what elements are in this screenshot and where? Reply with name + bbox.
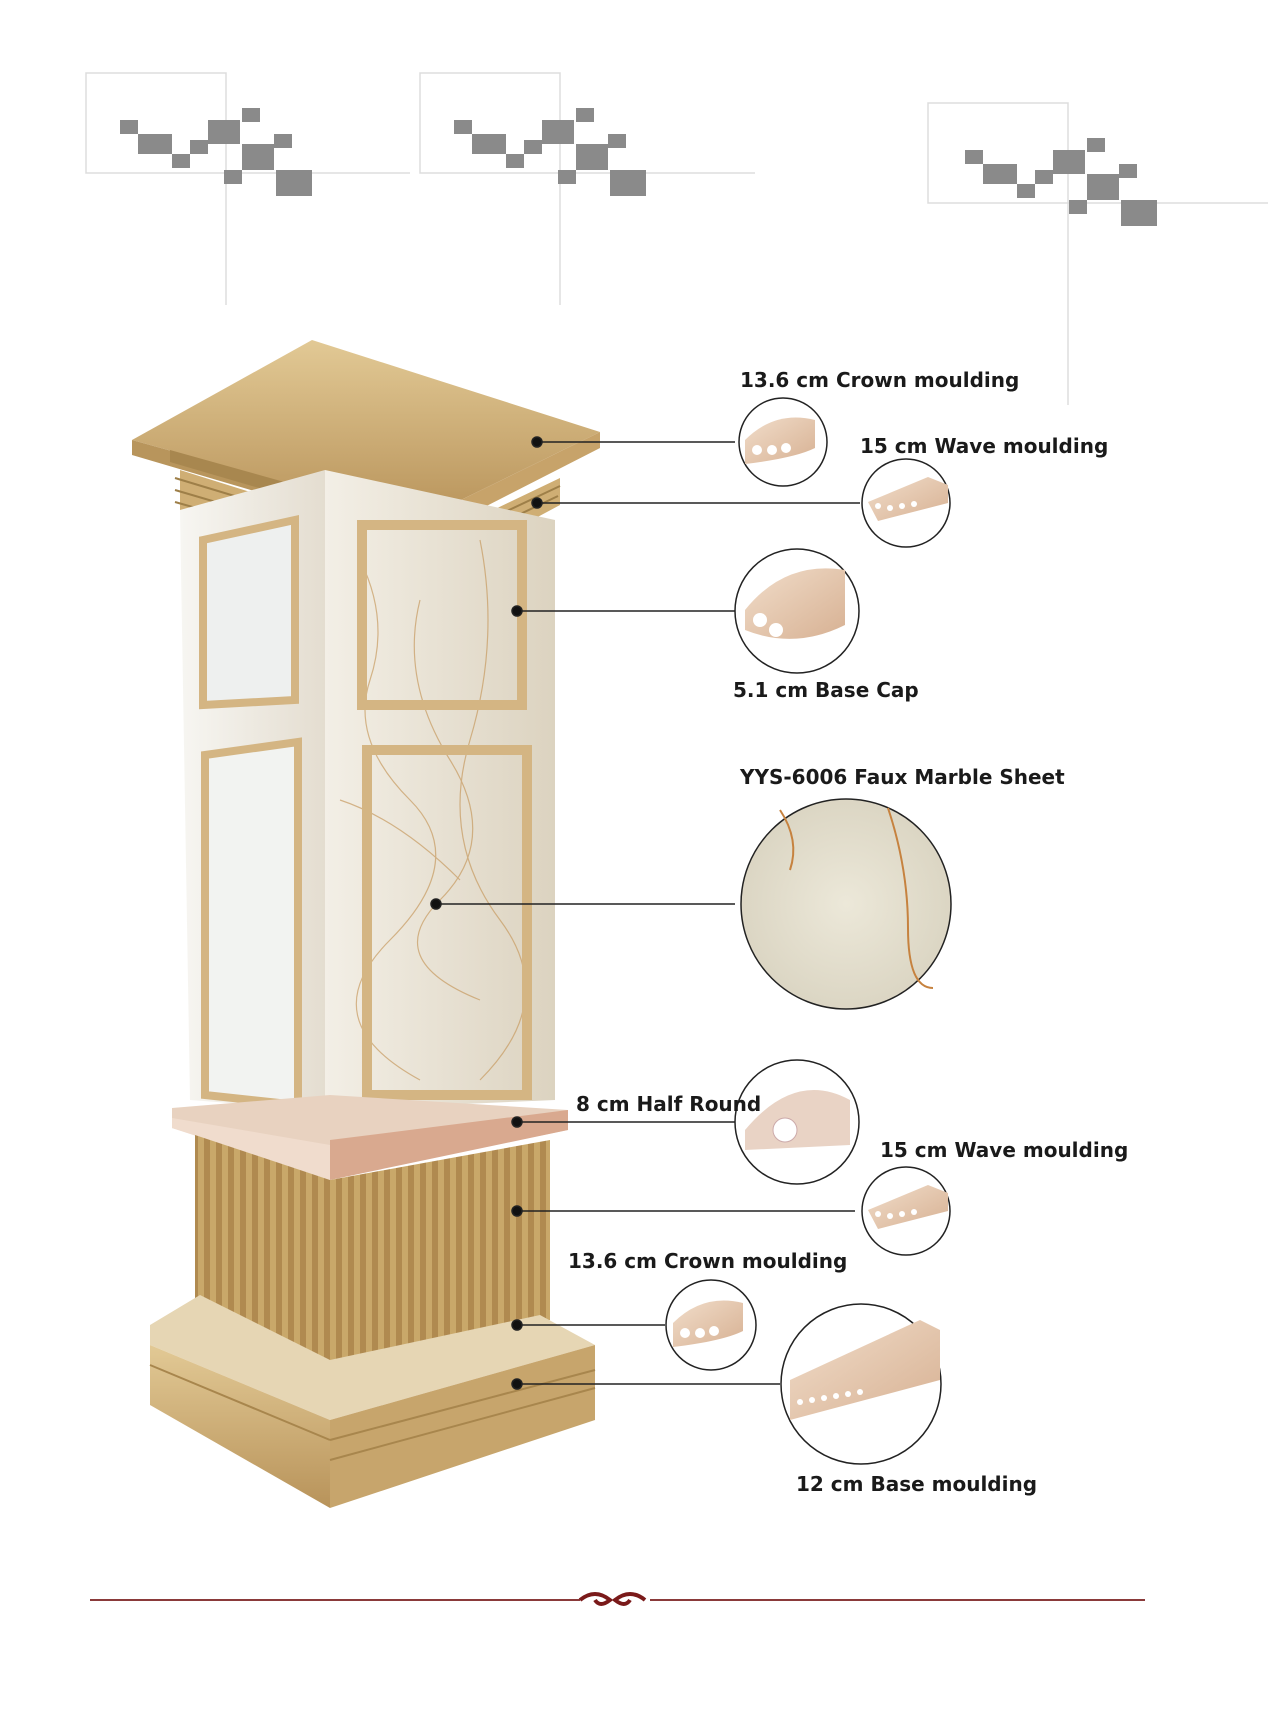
scroll-ornament-icon [578, 1592, 647, 1606]
label-base-moulding: 12 cm Base moulding [796, 1472, 1038, 1496]
swatch-crown-top [738, 397, 828, 487]
column-plinth [149, 1295, 596, 1508]
column-half-round [172, 1095, 568, 1180]
leader-lines [430, 436, 860, 1390]
label-base-cap: 5.1 cm Base Cap [733, 678, 919, 702]
label-wave-top: 15 cm Wave moulding [860, 434, 1109, 458]
swatch-half-round [734, 1059, 860, 1185]
header-decoration [85, 72, 1268, 405]
swatch-wave-bottom [861, 1166, 951, 1256]
label-crown-bottom: 13.6 cm Crown moulding [568, 1249, 848, 1273]
label-half-round: 8 cm Half Round [576, 1092, 762, 1116]
footer-ornament [90, 1592, 1145, 1606]
column-shaft [180, 470, 555, 1110]
swatch-wave-top [861, 458, 951, 548]
swatch-marble-sheet [740, 798, 952, 1010]
label-wave-bottom: 15 cm Wave moulding [880, 1138, 1129, 1162]
swatch-base-moulding [780, 1303, 942, 1465]
label-marble-sheet: YYS-6006 Faux Marble Sheet [740, 765, 1065, 789]
swatch-base-cap [734, 548, 860, 674]
label-crown-top: 13.6 cm Crown moulding [740, 368, 1020, 392]
pixel-pattern-icon [120, 108, 1157, 226]
swatch-crown-bottom [665, 1279, 757, 1371]
